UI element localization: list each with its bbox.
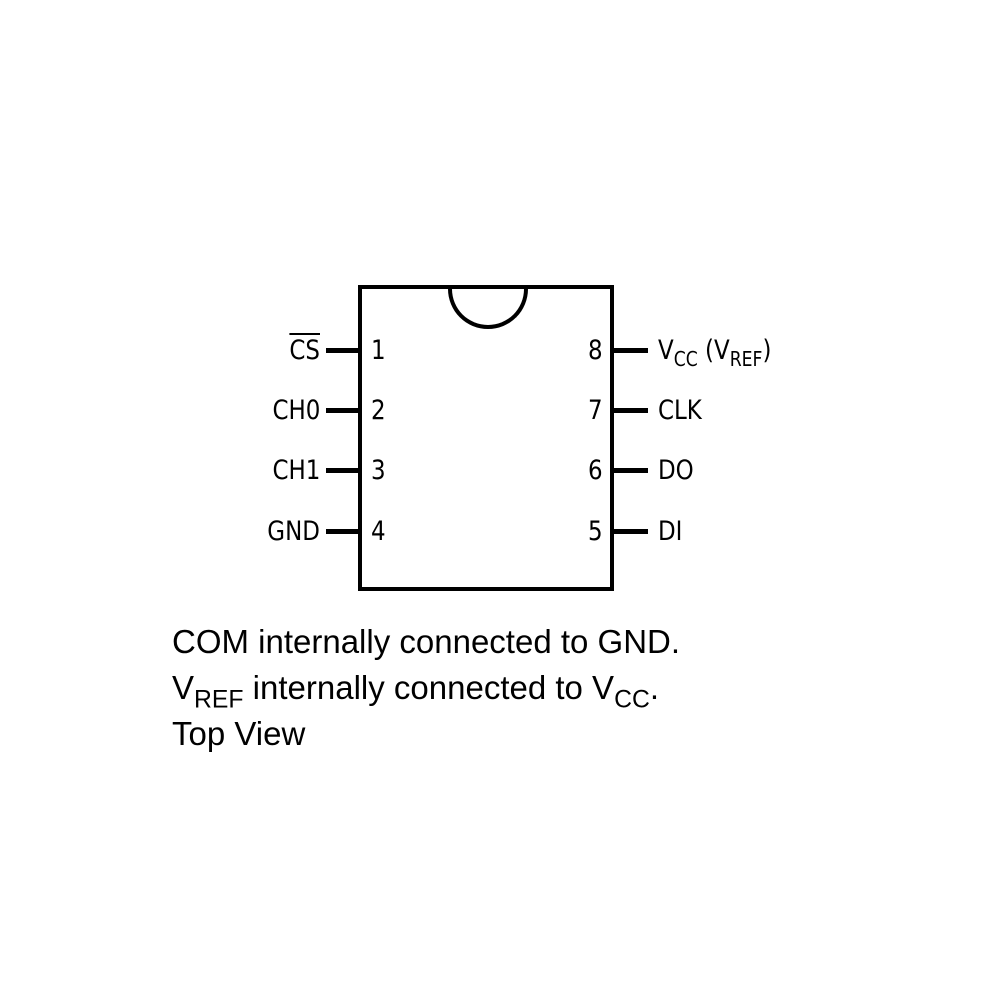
pin-2-name: CH0 — [272, 395, 320, 426]
pin-7-number: 7 — [588, 395, 603, 426]
pin-4-name: GND — [267, 516, 320, 547]
note-vref-vcc: VREF internally connected to VCC. — [172, 669, 659, 714]
pin-6-number: 6 — [588, 455, 603, 486]
pin-8-number: 8 — [588, 335, 603, 366]
pin-6-name: DO — [658, 455, 694, 486]
pin-1-lead — [326, 348, 360, 353]
pin-3-lead — [326, 468, 360, 473]
pin-1-number: 1 — [371, 335, 386, 366]
pin-5-name: DI — [658, 516, 683, 547]
pin-5-number: 5 — [588, 516, 603, 547]
pin-6-lead — [612, 468, 648, 473]
pin-3-name: CH1 — [272, 455, 320, 486]
pin-8-lead — [612, 348, 648, 353]
pin-2-number: 2 — [371, 395, 386, 426]
pin-4-number: 4 — [371, 516, 386, 547]
pin-8-name: VCC (VREF) — [658, 335, 772, 372]
note-top-view: Top View — [172, 715, 306, 752]
pin-2-lead — [326, 408, 360, 413]
pin-1-name: CS — [289, 335, 320, 366]
ic-package-body — [358, 285, 614, 591]
pin-3-number: 3 — [371, 455, 386, 486]
pin-7-lead — [612, 408, 648, 413]
pin-4-lead — [326, 529, 360, 534]
pin-7-name: CLK — [658, 395, 702, 426]
pin-5-lead — [612, 529, 648, 534]
note-com-gnd: COM internally connected to GND. — [172, 623, 681, 660]
